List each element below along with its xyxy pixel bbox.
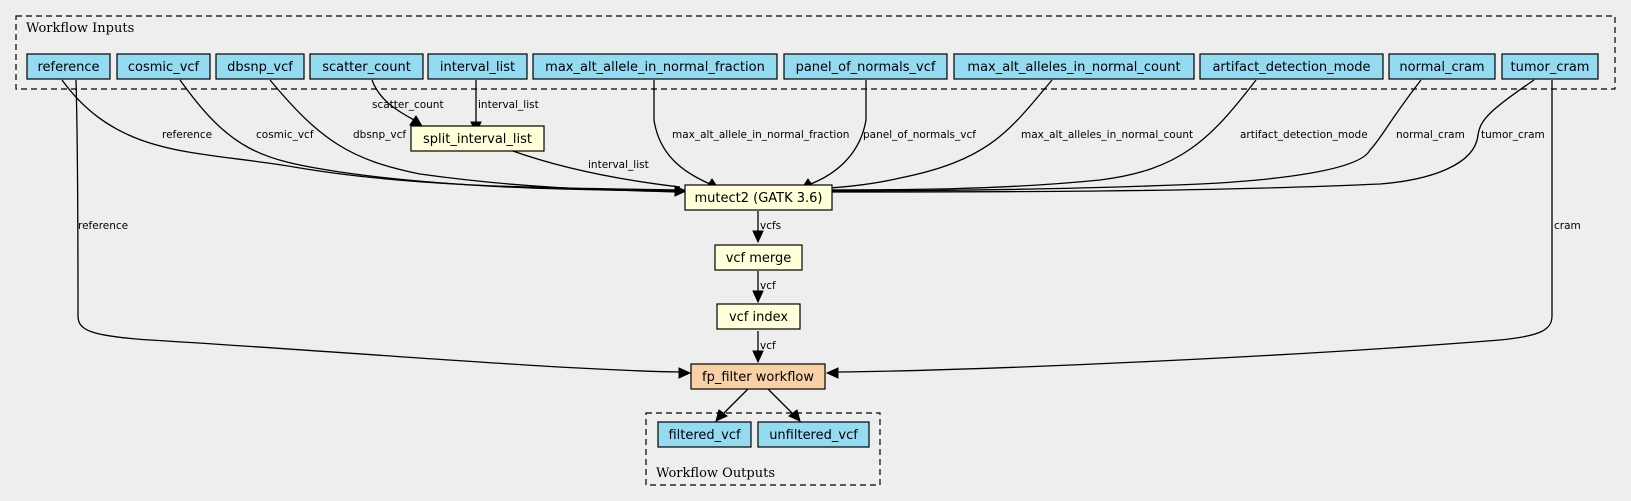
input-reference: reference bbox=[37, 60, 99, 75]
output-nodes: filtered_vcf unfiltered_vcf bbox=[657, 421, 870, 448]
input-panel-of-normals-box[interactable] bbox=[783, 53, 948, 80]
edge-cram-to-fp-filter bbox=[837, 80, 1553, 373]
step-vcf-merge-box[interactable] bbox=[714, 244, 803, 271]
input-artifact-detection-mode: artifact_detection_mode bbox=[1212, 60, 1370, 75]
step-vcf-index-box[interactable] bbox=[716, 303, 801, 330]
edge-label-cram-fp: cram bbox=[1554, 220, 1581, 232]
workflow-outputs-cluster bbox=[645, 412, 881, 486]
input-normal-cram: normal_cram bbox=[1399, 60, 1484, 75]
input-max-alt-allele-fraction-box[interactable] bbox=[532, 53, 778, 80]
edge-label-artifact-detection-mode: artifact_detection_mode bbox=[1240, 129, 1368, 141]
edge-tumor-cram bbox=[807, 79, 1535, 193]
arrowhead-mutect2-left bbox=[674, 185, 688, 197]
step-nodes: split_interval_list mutect2 (GATK 3.6) v… bbox=[410, 125, 833, 390]
workflow-inputs-cluster bbox=[15, 15, 1616, 90]
edge-label-normal-cram: normal_cram bbox=[1396, 129, 1465, 141]
edge-panel-of-normals bbox=[807, 80, 867, 186]
step-vcf-merge: vcf merge bbox=[726, 251, 792, 266]
edge-artifact-detection-mode bbox=[807, 79, 1257, 191]
edge-label-cosmic-vcf: cosmic_vcf bbox=[256, 129, 314, 141]
edge-scatter-count bbox=[371, 79, 415, 121]
input-max-alt-allele-fraction: max_alt_allele_in_normal_fraction bbox=[545, 60, 765, 75]
input-nodes: reference cosmic_vcf dbsnp_vcf scatter_c… bbox=[26, 53, 1599, 80]
input-scatter-count-box[interactable] bbox=[309, 53, 424, 80]
edge-reference-to-fp-filter bbox=[75, 79, 681, 373]
output-unfiltered-vcf-box[interactable] bbox=[757, 421, 870, 448]
output-filtered-vcf: filtered_vcf bbox=[668, 428, 741, 443]
edge-max-alt-alleles-count bbox=[807, 79, 1053, 190]
arrowhead-unfiltered bbox=[788, 409, 801, 422]
edge-label-panel-of-normals: panel_of_normals_vcf bbox=[863, 129, 976, 141]
step-mutect2: mutect2 (GATK 3.6) bbox=[694, 191, 822, 206]
step-split-interval-list: split_interval_list bbox=[423, 132, 532, 147]
edge-label-reference-fp: reference bbox=[78, 220, 128, 232]
edges bbox=[61, 79, 1553, 417]
step-mutect2-box[interactable] bbox=[684, 184, 833, 211]
edge-labels: scatter_count interval_list reference co… bbox=[78, 99, 1581, 352]
input-panel-of-normals: panel_of_normals_vcf bbox=[796, 60, 936, 75]
input-artifact-detection-mode-box[interactable] bbox=[1199, 53, 1384, 80]
input-interval-list-box[interactable] bbox=[427, 53, 528, 80]
edge-label-interval-list-in: interval_list bbox=[478, 99, 539, 111]
edge-fp-filter-to-filtered bbox=[720, 388, 749, 417]
output-unfiltered-vcf: unfiltered_vcf bbox=[769, 428, 858, 443]
input-dbsnp-vcf: dbsnp_vcf bbox=[227, 60, 293, 75]
input-dbsnp-vcf-box[interactable] bbox=[215, 53, 305, 80]
edge-label-max-alt-allele-fraction: max_alt_allele_in_normal_fraction bbox=[672, 129, 849, 141]
input-tumor-cram: tumor_cram bbox=[1511, 60, 1590, 75]
workflow-inputs-label: Workflow Inputs bbox=[26, 21, 134, 36]
edge-label-dbsnp-vcf: dbsnp_vcf bbox=[353, 129, 406, 141]
input-max-alt-alleles-count-box[interactable] bbox=[953, 53, 1195, 80]
input-scatter-count: scatter_count bbox=[322, 60, 411, 75]
arrowhead-filtered bbox=[715, 409, 728, 422]
step-vcf-index: vcf index bbox=[729, 310, 788, 325]
edge-max-alt-allele-fraction bbox=[653, 80, 713, 186]
edge-label-tumor-cram: tumor_cram bbox=[1481, 129, 1545, 141]
edge-split-to-mutect2 bbox=[509, 149, 681, 188]
input-interval-list: interval_list bbox=[440, 60, 515, 75]
step-fp-filter: fp_filter workflow bbox=[702, 370, 814, 385]
edge-label-max-alt-alleles-count: max_alt_alleles_in_normal_count bbox=[1021, 129, 1193, 141]
input-cosmic-vcf: cosmic_vcf bbox=[128, 60, 200, 75]
input-cosmic-vcf-box[interactable] bbox=[116, 53, 211, 80]
edge-label-vcf-index: vcf bbox=[760, 340, 776, 352]
input-max-alt-alleles-count: max_alt_alleles_in_normal_count bbox=[967, 60, 1180, 75]
arrowhead-fp-filter-left bbox=[678, 367, 692, 379]
arrowhead-index bbox=[752, 290, 764, 304]
workflow-outputs-label: Workflow Outputs bbox=[656, 466, 775, 481]
edge-label-vcfs: vcfs bbox=[760, 220, 781, 232]
input-reference-box[interactable] bbox=[26, 53, 111, 80]
arrowhead-fp-filter-top bbox=[752, 350, 764, 364]
arrowhead-fp-filter-right bbox=[825, 367, 839, 379]
step-fp-filter-box[interactable] bbox=[690, 363, 826, 390]
edge-fp-filter-to-unfiltered bbox=[767, 388, 796, 417]
edge-cosmic-vcf bbox=[179, 79, 681, 192]
output-filtered-vcf-box[interactable] bbox=[657, 421, 752, 448]
edge-dbsnp-vcf bbox=[269, 79, 681, 193]
edge-normal-cram bbox=[807, 79, 1422, 192]
arrowhead-merge bbox=[752, 230, 764, 244]
edge-label-vcf-merge: vcf bbox=[760, 280, 776, 292]
arrowhead-split-a bbox=[409, 115, 423, 127]
edge-label-scatter-count: scatter_count bbox=[372, 99, 444, 111]
input-tumor-cram-box[interactable] bbox=[1501, 53, 1599, 80]
edge-label-interval-list-split: interval_list bbox=[588, 159, 649, 171]
edge-label-reference: reference bbox=[162, 129, 212, 141]
step-split-interval-list-box[interactable] bbox=[410, 125, 545, 152]
input-normal-cram-box[interactable] bbox=[1388, 53, 1496, 80]
